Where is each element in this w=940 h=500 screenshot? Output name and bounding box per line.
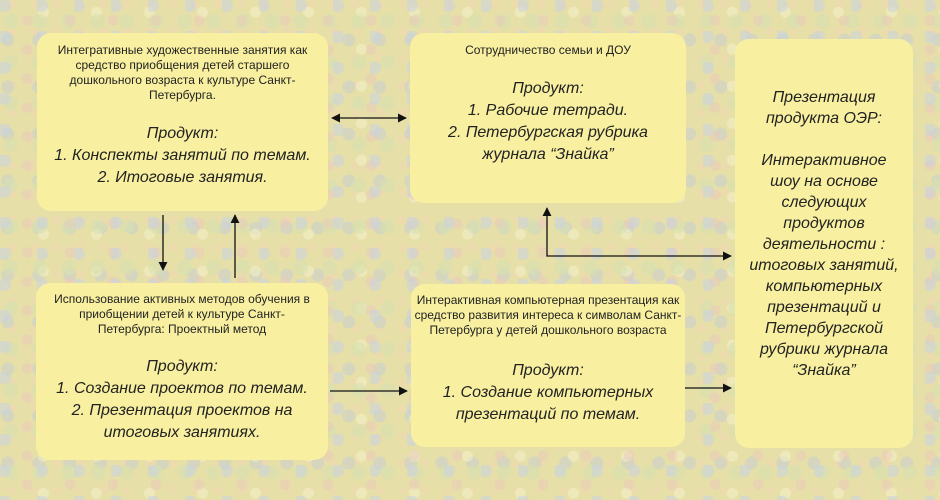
presentation-line: продукта ОЭР: bbox=[766, 110, 882, 127]
box-computer-product: Продукт: 1. Создание компьютерных презен… bbox=[443, 360, 653, 426]
box-integrative-product: Продукт: 1. Конспекты занятий по темам. … bbox=[54, 123, 310, 189]
box-computer-presentation: Интерактивная компьютерная презентация к… bbox=[411, 284, 685, 447]
box-computer-title: Интерактивная компьютерная презентация к… bbox=[414, 293, 682, 337]
arrow-family-presentation bbox=[542, 207, 732, 261]
product-line: Продукт: bbox=[512, 80, 584, 97]
box-methods-title: Использование активных методов обучения … bbox=[54, 292, 310, 336]
product-line: презентаций по темам. bbox=[455, 406, 641, 423]
presentation-line: продуктов bbox=[783, 215, 865, 232]
product-line: 2. Презентация проектов на bbox=[71, 402, 293, 419]
presentation-line: презентаций и bbox=[767, 299, 881, 316]
presentation-line: шоу на основе bbox=[770, 173, 878, 190]
product-line: 1. Создание компьютерных bbox=[442, 384, 654, 401]
product-line: 2. Петербургская рубрика bbox=[448, 124, 648, 141]
product-line: 1. Конспекты занятий по темам. bbox=[54, 147, 311, 164]
box-methods-product: Продукт: 1. Создание проектов по темам. … bbox=[56, 356, 308, 444]
presentation-line: Интерактивное bbox=[761, 152, 887, 169]
presentation-line bbox=[749, 129, 898, 150]
product-line: 1. Создание проектов по темам. bbox=[56, 380, 308, 397]
product-line: итоговых занятиях. bbox=[103, 424, 261, 441]
box-product-presentation: Презентация продукта ОЭР: Интерактивное … bbox=[735, 39, 913, 448]
box-family-title: Сотрудничество семьи и ДОУ bbox=[465, 43, 631, 57]
box-family-product: Продукт: 1. Рабочие тетради. 2. Петербур… bbox=[448, 78, 648, 166]
box-integrative-title: Интегративные художественные занятия как… bbox=[57, 43, 308, 102]
presentation-line: Петербургской bbox=[764, 320, 884, 337]
box-family-cooperation: Сотрудничество семьи и ДОУ Продукт: 1. Р… bbox=[410, 33, 686, 203]
product-line: журнала “Знайка” bbox=[482, 146, 614, 163]
box-integrative-classes: Интегративные художественные занятия как… bbox=[37, 33, 328, 211]
product-line: 2. Итоговые занятия. bbox=[97, 169, 268, 186]
presentation-line: “Знайка” bbox=[792, 362, 856, 379]
presentation-line: следующих bbox=[781, 194, 867, 211]
presentation-line: рубрики журнала bbox=[760, 341, 888, 358]
product-line: 1. Рабочие тетради. bbox=[467, 102, 629, 119]
presentation-line: компьютерных bbox=[765, 278, 883, 295]
box-presentation-text: Презентация продукта ОЭР: Интерактивное … bbox=[749, 87, 898, 381]
presentation-line: итоговых занятий, bbox=[749, 257, 899, 274]
box-active-methods: Использование активных методов обучения … bbox=[36, 283, 328, 460]
product-line: Продукт: bbox=[512, 362, 584, 379]
presentation-line: деятельности : bbox=[762, 236, 886, 253]
product-line: Продукт: bbox=[146, 358, 218, 375]
presentation-line: Презентация bbox=[772, 89, 876, 106]
product-line: Продукт: bbox=[146, 125, 219, 142]
